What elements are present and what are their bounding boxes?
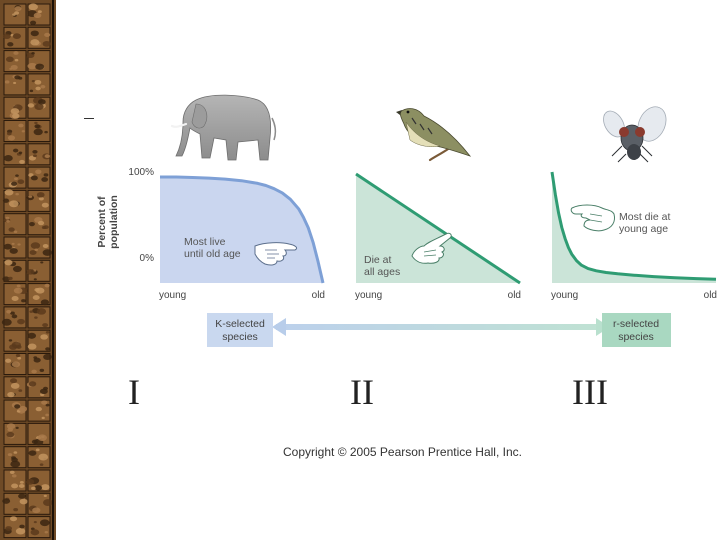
panel-annotation: young age [619,223,668,235]
y-tick-label: 100% [128,167,154,178]
panel-annotation: Die at [364,254,392,266]
panel-annotation: Most die at [619,211,670,223]
slide-dash [84,118,94,119]
x-tick-label: old [312,290,325,301]
panel-annotation: until old age [184,248,241,260]
survivorship-curve [550,171,717,281]
r-selected-box [602,313,671,347]
pointing-hand-icon [570,204,615,232]
survivorship-curve [160,175,325,284]
roman-numeral-one: I [128,372,140,412]
survivorship-area [552,172,716,283]
k-selected-box [207,313,273,347]
spectrum-arrow-left [272,318,286,336]
r-selected-label: species [618,331,654,343]
panel-annotation: all ages [364,266,400,278]
x-tick-label: young [551,290,578,301]
panel-annotation: Most live [184,236,226,248]
x-tick-label: young [355,290,382,301]
pointing-hand-icon [254,242,298,266]
copyright-notice: Copyright © 2005 Pearson Prentice Hall, … [283,445,522,459]
roman-numeral-two: II [350,372,374,412]
y-axis-label: Percent ofpopulation [96,195,120,249]
fly-icon [603,106,667,163]
elephant-icon [170,94,277,161]
k-selected-label: K-selected [215,318,265,330]
r-selected-label: r-selected [613,318,659,330]
k-selected-label: species [222,331,258,343]
survivorship-curve [355,172,521,285]
y-tick-label: 0% [140,253,155,264]
bird-icon [396,108,472,162]
survivorship-area [160,177,323,283]
spectrum-bar [276,324,606,330]
roman-numeral-three: III [572,372,608,412]
x-tick-label: old [704,290,717,301]
x-tick-label: young [159,290,186,301]
x-tick-label: old [508,290,521,301]
selection-spectrum: K-selected species r-selected species [207,313,671,347]
pointing-hand-icon [411,232,452,264]
decorative-border [0,0,56,540]
